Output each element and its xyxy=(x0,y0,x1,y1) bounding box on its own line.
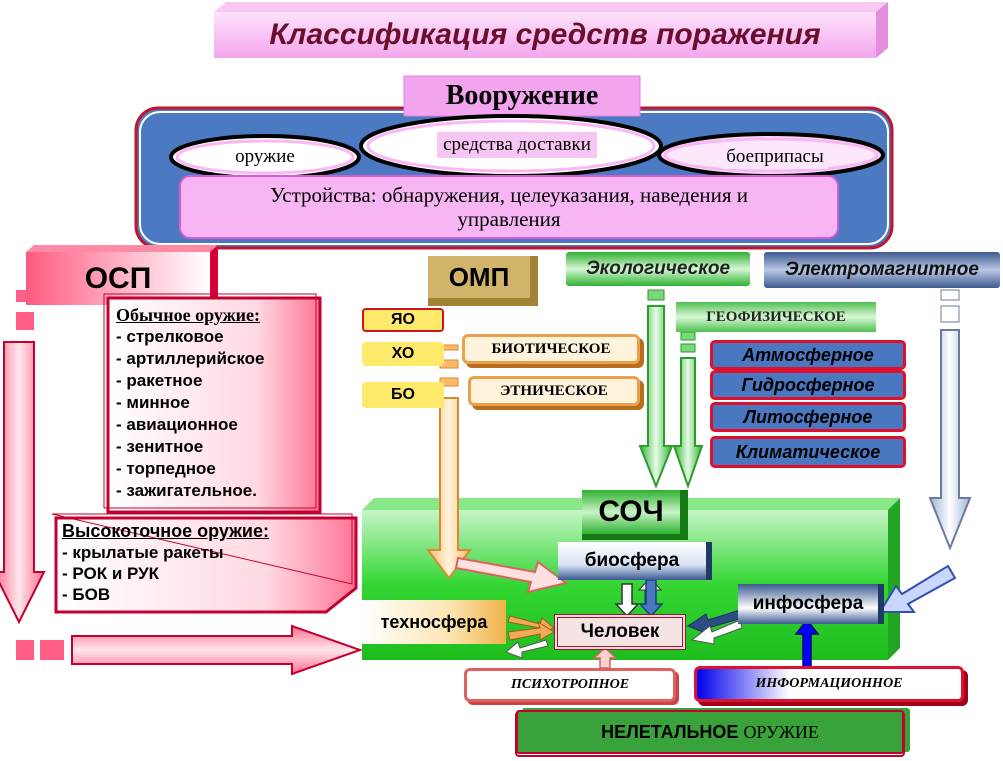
precision-title: Высокоточное оружие: xyxy=(62,521,269,541)
list-item: - минное xyxy=(116,393,190,412)
geo-item-label: Климатическое xyxy=(735,441,881,462)
psychotropic-box: ПСИХОТРОПНОЕ xyxy=(464,668,676,702)
informational-box: ИНФОРМАЦИОННОЕ xyxy=(694,666,964,702)
osp-label: ОСП xyxy=(84,261,152,295)
geo-item-label: Атмосферное xyxy=(742,344,874,365)
xo-label: ХО xyxy=(391,345,415,362)
devices-box: Устройства: обнаружения, целеуказания, н… xyxy=(184,178,834,236)
human-label: Человек xyxy=(580,621,660,642)
geo-item-atmospheric: Атмосферное xyxy=(710,340,906,370)
geophysical-header: ГЕОФИЗИЧЕСКОЕ xyxy=(676,302,876,332)
devices-label: Устройства: обнаружения, целеуказания, н… xyxy=(269,183,749,231)
precision-weapons-box: Высокоточное оружие: - крылатые ракеты -… xyxy=(62,520,352,608)
electromagnetic-header: Электромагнитное xyxy=(764,252,1000,288)
geo-item-hydrospheric: Гидросферное xyxy=(710,370,906,400)
geo-item-label: Литосферное xyxy=(743,406,873,427)
nonlethal-box: НЕЛЕТАЛЬНОЕ ОРУЖИЕ xyxy=(516,710,904,754)
osp-header: ОСП xyxy=(26,252,210,305)
geophysical-label: ГЕОФИЗИЧЕСКОЕ xyxy=(706,308,846,325)
page-title-text: Классификация средств поражения xyxy=(269,18,821,51)
human-box: Человек xyxy=(554,614,686,650)
weapon-label: оружие xyxy=(235,146,295,167)
omp-label: ОМП xyxy=(448,261,510,292)
informational-label: ИНФОРМАЦИОННОЕ xyxy=(755,676,903,691)
delivery-label: средства доставки xyxy=(437,132,597,158)
ecological-header: Экологическое xyxy=(566,252,750,286)
ammo-label: боеприпасы xyxy=(722,145,828,169)
biosphere-box: биосфера xyxy=(558,542,712,580)
list-item: - зенитное xyxy=(116,437,204,456)
list-item: - ракетное xyxy=(116,371,203,390)
ethnic-box: ЭТНИЧЕСКОЕ xyxy=(468,376,640,406)
armament-header: Вооружение xyxy=(404,76,640,116)
yo-box: ЯО xyxy=(362,308,444,332)
delivery-ellipse: средства доставки xyxy=(410,128,624,162)
technosphere-label: техносфера xyxy=(380,611,488,632)
infosphere-label: инфосфера xyxy=(752,593,864,614)
list-item: - БОВ xyxy=(62,585,111,604)
precision-list: - крылатые ракеты - РОК и РУК - БОВ xyxy=(62,542,352,605)
bo-label: БО xyxy=(391,386,415,403)
electromagnetic-label: Электромагнитное xyxy=(785,259,979,280)
psychotropic-label: ПСИХОТРОПНОЕ xyxy=(510,677,630,692)
armament-header-text: Вооружение xyxy=(445,80,599,111)
soch-label: СОЧ xyxy=(598,495,664,528)
biosphere-label: биосфера xyxy=(584,550,680,571)
ecological-label: Экологическое xyxy=(585,258,731,279)
list-item: - зажигательное. xyxy=(116,481,257,500)
list-item: - авиационное xyxy=(116,415,238,434)
xo-box: ХО xyxy=(362,342,444,366)
list-item: - стрелковое xyxy=(116,327,224,346)
geo-item-lithospheric: Литосферное xyxy=(710,402,906,432)
page-title: Классификация средств поражения xyxy=(214,12,876,58)
omp-header: ОМП xyxy=(428,256,538,306)
biotic-label: БИОТИЧЕСКОЕ xyxy=(491,340,611,357)
conventional-weapons-box: Обычное оружие: - стрелковое - артиллери… xyxy=(110,302,316,508)
weapon-ellipse: оружие xyxy=(172,140,358,174)
list-item: - РОК и РУК xyxy=(62,564,160,583)
technosphere-box: техносфера xyxy=(362,600,506,644)
biotic-box: БИОТИЧЕСКОЕ xyxy=(462,334,640,364)
nonlethal-label: НЕЛЕТАЛЬНОЕ ОРУЖИЕ xyxy=(601,722,819,743)
ethnic-label: ЭТНИЧЕСКОЕ xyxy=(500,382,608,399)
nonlethal-label-part2: ОРУЖИЕ xyxy=(743,721,819,742)
ammo-ellipse: боеприпасы xyxy=(700,140,850,174)
conventional-list: - стрелковое - артиллерийское - ракетное… xyxy=(116,326,310,502)
list-item: - крылатые ракеты xyxy=(62,543,224,562)
geo-item-climatic: Климатическое xyxy=(710,436,906,468)
infosphere-box: инфосфера xyxy=(738,584,884,624)
list-item: - артиллерийское xyxy=(116,349,265,368)
yo-label: ЯО xyxy=(391,311,415,328)
geo-item-label: Гидросферное xyxy=(741,374,875,395)
bo-box: БО xyxy=(362,382,444,408)
conventional-title: Обычное оружие: xyxy=(116,305,261,325)
nonlethal-label-part1: НЕЛЕТАЛЬНОЕ xyxy=(601,721,739,742)
soch-header: СОЧ xyxy=(582,490,688,540)
list-item: - торпедное xyxy=(116,459,216,478)
